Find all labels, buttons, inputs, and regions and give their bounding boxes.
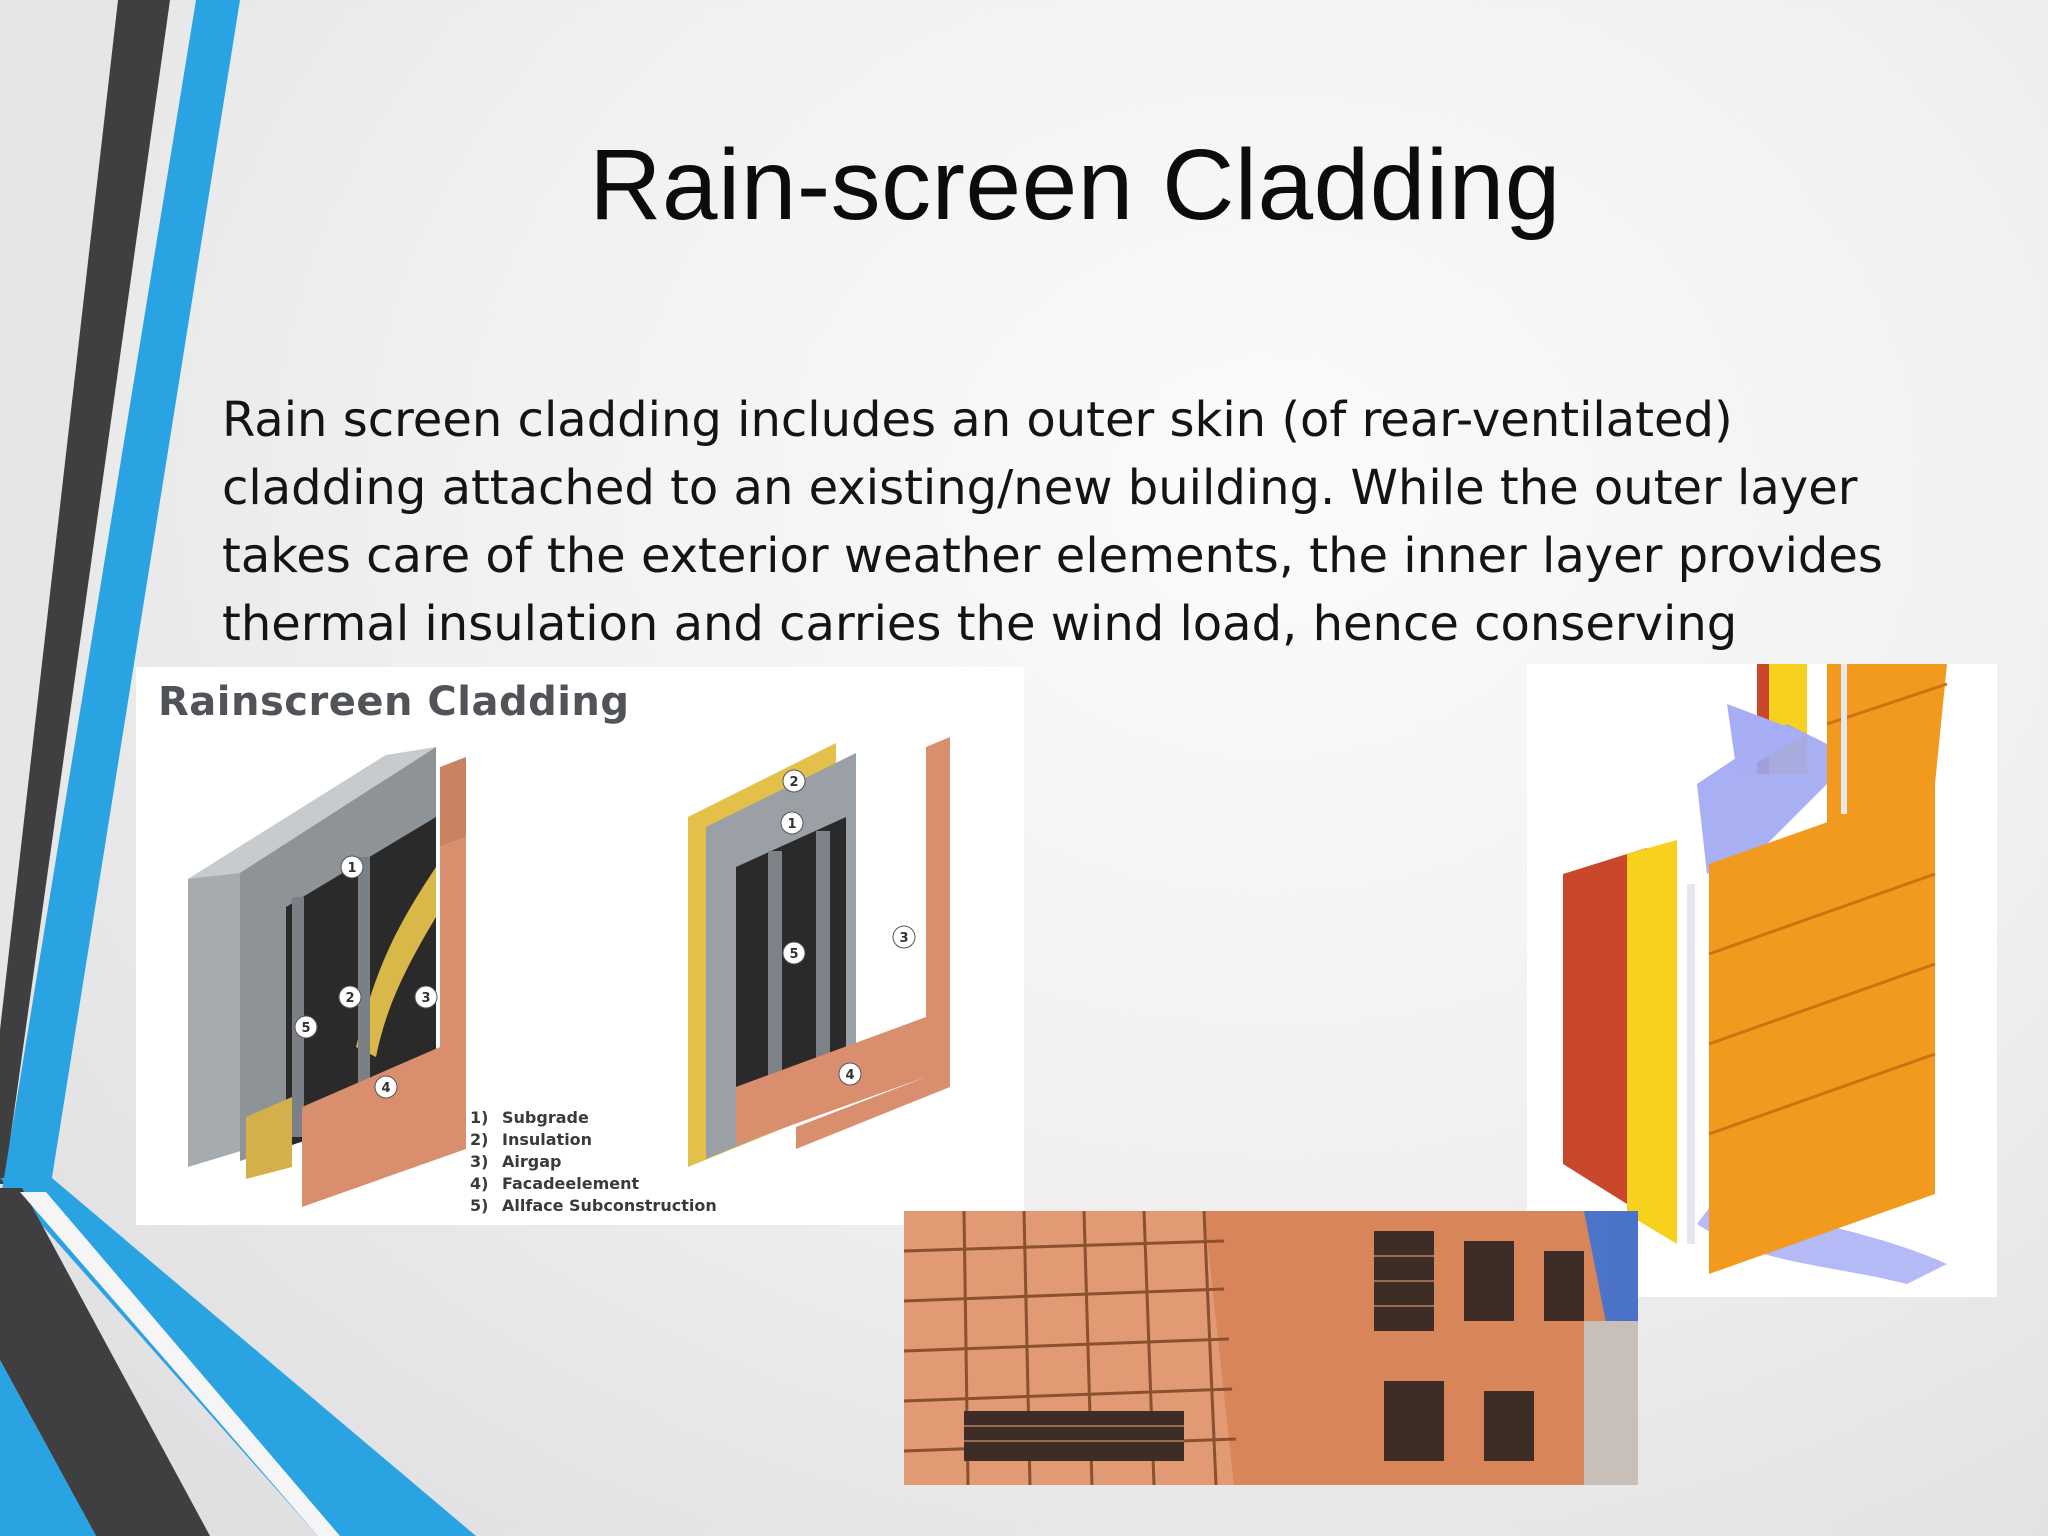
marker-4 [374, 1075, 398, 1099]
marker-3 [414, 985, 438, 1009]
marker-5-label: 5 [301, 1021, 310, 1036]
rainscreen-diagram-drawing: 1 2 3 4 5 1 5 3 4 2 [188, 737, 950, 1207]
cladding-lower [1709, 784, 1935, 1274]
facade-photo-drawing [904, 1211, 1638, 1485]
distant-building [1584, 1321, 1638, 1485]
diagram-legend: 1)Subgrade 2)Insulation 3)Airgap 4)Facad… [470, 1107, 717, 1217]
ventilation-illustration [1527, 664, 1997, 1297]
legend-item: 3)Airgap [470, 1152, 562, 1171]
stripe-blue-left [2, 0, 240, 1190]
rail-right-2 [816, 831, 830, 1081]
slide-title: Rain-screen Cladding [589, 129, 1561, 241]
rail-2 [358, 857, 370, 1097]
ventilation-illustration-drawing [1563, 664, 1948, 1284]
insulation-strip [356, 867, 436, 1057]
facade-top [440, 757, 466, 847]
subgrade-top [188, 747, 436, 879]
stripe-blue-bottom [0, 1178, 476, 1536]
rainscreen-diagram: 1 2 3 4 5 1 5 3 4 2 Rainscreen [136, 667, 1024, 1225]
marker-4-label: 4 [381, 1081, 390, 1096]
stripe-dark-bottom [0, 1188, 210, 1536]
legend-item: 5)Allface Subconstruction [470, 1196, 717, 1215]
marker-right-2-label: 2 [789, 775, 798, 790]
marker-2-label: 2 [345, 991, 354, 1006]
legend-item: 1)Subgrade [470, 1108, 589, 1127]
marker-right-4-label: 4 [845, 1068, 854, 1083]
facade-photo [904, 1211, 1638, 1485]
legend-item: 2)Insulation [470, 1130, 593, 1149]
windows [964, 1231, 1584, 1461]
facade-right [796, 737, 950, 1149]
support-clips [1687, 664, 1847, 1244]
marker-right-5 [782, 941, 806, 965]
marker-3-label: 3 [421, 991, 430, 1006]
stripe-white-gap [20, 1192, 340, 1536]
air-up-arrow [1697, 724, 1827, 874]
air-arrow-head [1727, 704, 1807, 774]
cladding-upper [1827, 664, 1947, 824]
marker-right-3 [892, 925, 916, 949]
marker-1-label: 1 [347, 861, 356, 876]
insulation-block [246, 1097, 292, 1179]
facade-element [302, 837, 466, 1207]
diagram-title: Rainscreen Cladding [158, 679, 630, 725]
legend-item: 4)Facadeelement [470, 1174, 640, 1193]
stripe-blue-corner [0, 1360, 96, 1536]
marker-right-1-label: 1 [787, 817, 796, 832]
marker-right-3-label: 3 [899, 931, 908, 946]
wall-side [1563, 854, 1627, 1204]
marker-right-5-label: 5 [789, 947, 798, 962]
marker-right-2 [782, 769, 806, 793]
stripe-light [0, 0, 170, 1220]
marker-right-4 [838, 1062, 862, 1086]
stripe-dark-left [0, 0, 170, 1184]
window-bars [964, 1255, 1434, 1442]
rail-1 [292, 897, 304, 1137]
marker-1 [340, 855, 364, 879]
facade-right-lower [736, 1017, 926, 1145]
rail-right-1 [768, 851, 782, 1101]
marker-5 [294, 1015, 318, 1039]
insulation-layer [1627, 840, 1677, 1244]
marker-2 [338, 985, 362, 1009]
marker-right-1 [780, 811, 804, 835]
